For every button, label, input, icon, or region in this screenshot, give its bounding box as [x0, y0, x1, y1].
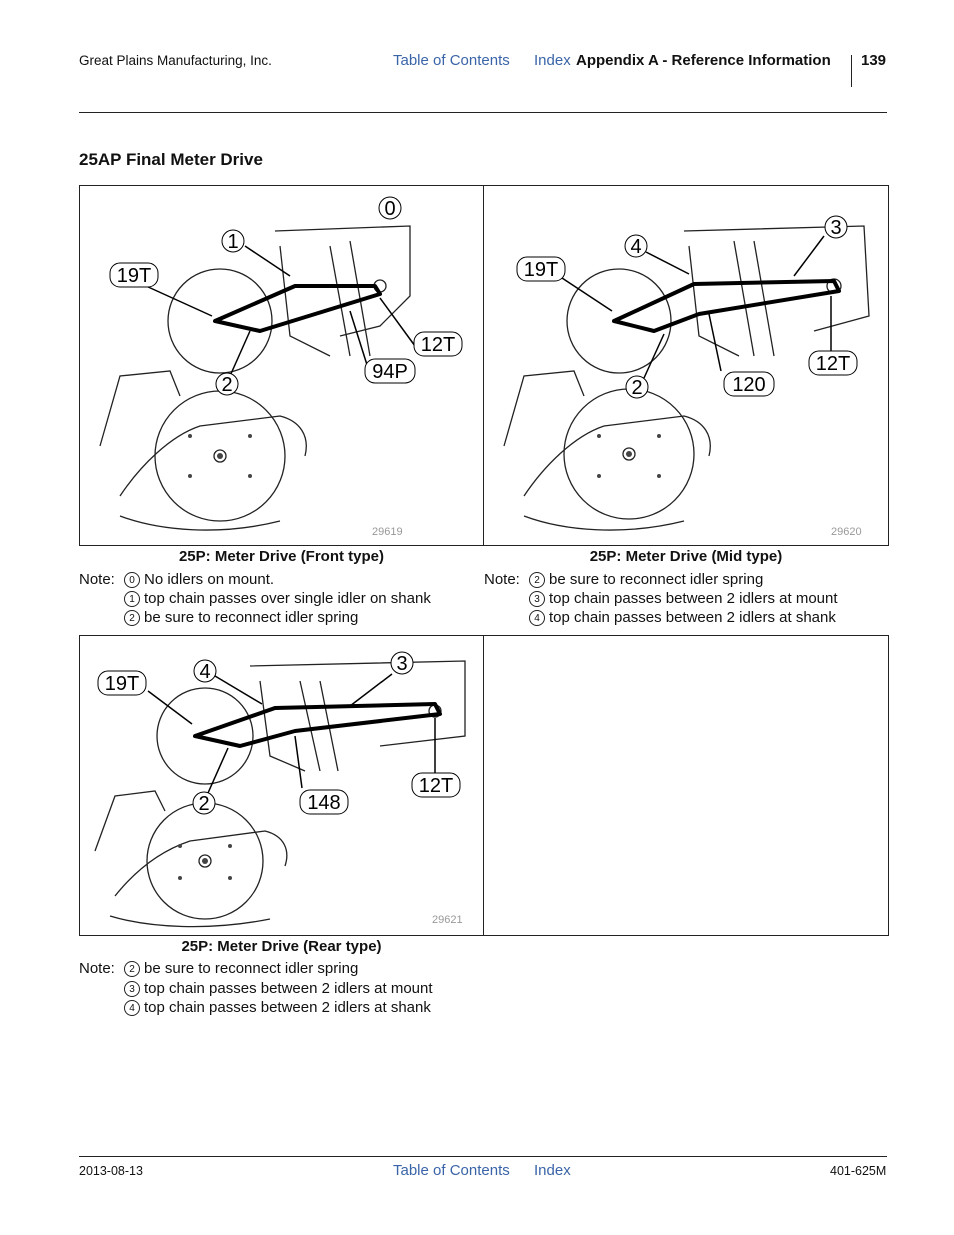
note-label: Note:	[484, 571, 520, 588]
figure-id: 29621	[432, 914, 463, 926]
figure-id: 29620	[831, 526, 862, 538]
figure-id: 29619	[372, 526, 403, 538]
header-toc-link[interactable]: Table of Contents	[393, 52, 510, 69]
section-title: 25AP Final Meter Drive	[79, 150, 263, 169]
caption-rear-type: 25P: Meter Drive (Rear type)	[181, 938, 382, 955]
callout-3: 3	[830, 217, 841, 239]
note-label: Note:	[79, 960, 115, 977]
callout-chain: 120	[732, 374, 765, 396]
note-text: No idlers on mount.	[144, 571, 275, 588]
note-text: top chain passes between 2 idlers at sha…	[549, 609, 836, 626]
callout-12t: 12T	[421, 334, 455, 356]
footer-toc-link[interactable]: Table of Contents	[393, 1162, 510, 1179]
callout-19t: 19T	[524, 259, 558, 281]
caption-front-type: 25P: Meter Drive (Front type)	[178, 548, 385, 565]
callout-19t: 19T	[117, 265, 151, 287]
note-number: 1	[124, 591, 140, 607]
note-text: be sure to reconnect idler spring	[549, 571, 764, 588]
note-text: top chain passes over single idler on sh…	[144, 590, 431, 607]
note-number: 4	[124, 1000, 140, 1016]
note-number: 0	[124, 572, 140, 588]
callout-chain: 94P	[372, 361, 408, 383]
callout-1: 1	[227, 231, 238, 253]
note-number: 2	[124, 961, 140, 977]
note-text: top chain passes between 2 idlers at sha…	[144, 999, 431, 1016]
note-text: be sure to reconnect idler spring	[144, 609, 359, 626]
header-divider	[851, 55, 852, 87]
page-number: 139	[861, 52, 887, 69]
callout-12t: 12T	[419, 775, 453, 797]
callout-3: 3	[396, 653, 407, 675]
header-rule	[79, 112, 887, 113]
figure-front-type: 0 1 2 19T 12T 94P 29619	[79, 185, 484, 546]
callout-19t: 19T	[105, 673, 139, 695]
note-text: top chain passes between 2 idlers at mou…	[144, 980, 433, 997]
footer-index-link[interactable]: Index	[534, 1162, 571, 1179]
callout-chain: 148	[307, 792, 340, 814]
footer-date: 2013-08-13	[79, 1164, 143, 1178]
figure-mid-type: 3 4 2 19T 12T 120 29620	[483, 185, 889, 546]
note-number: 3	[124, 981, 140, 997]
note-number: 3	[529, 591, 545, 607]
callout-4: 4	[630, 236, 641, 258]
note-number: 2	[529, 572, 545, 588]
callout-2: 2	[198, 793, 209, 815]
empty-figure-cell	[483, 635, 889, 936]
footer-doc-number: 401-625M	[830, 1164, 887, 1178]
callout-12t: 12T	[816, 353, 850, 375]
meter-drive-front-illustration: 0 1 2 19T 12T 94P 29619	[99, 196, 463, 538]
note-number: 2	[124, 610, 140, 626]
footer-rule	[79, 1156, 887, 1157]
callout-0: 0	[384, 198, 395, 220]
callout-2: 2	[631, 377, 642, 399]
figure-rear-type: 3 4 2 19T 12T 148 29621	[79, 635, 484, 936]
note-label: Note:	[79, 571, 115, 588]
note-text: be sure to reconnect idler spring	[144, 960, 359, 977]
note-number: 4	[529, 610, 545, 626]
note-text: top chain passes between 2 idlers at mou…	[549, 590, 838, 607]
header-section-title: Appendix A - Reference Information	[576, 52, 831, 69]
callout-2: 2	[221, 374, 232, 396]
header-index-link[interactable]: Index	[534, 52, 571, 69]
callout-4: 4	[199, 661, 210, 683]
meter-drive-rear-illustration: 3 4 2 19T 12T 148 29621	[94, 651, 466, 928]
caption-mid-type: 25P: Meter Drive (Mid type)	[589, 548, 783, 565]
company-name: Great Plains Manufacturing, Inc.	[79, 53, 272, 68]
meter-drive-mid-illustration: 3 4 2 19T 12T 120 29620	[503, 215, 870, 538]
